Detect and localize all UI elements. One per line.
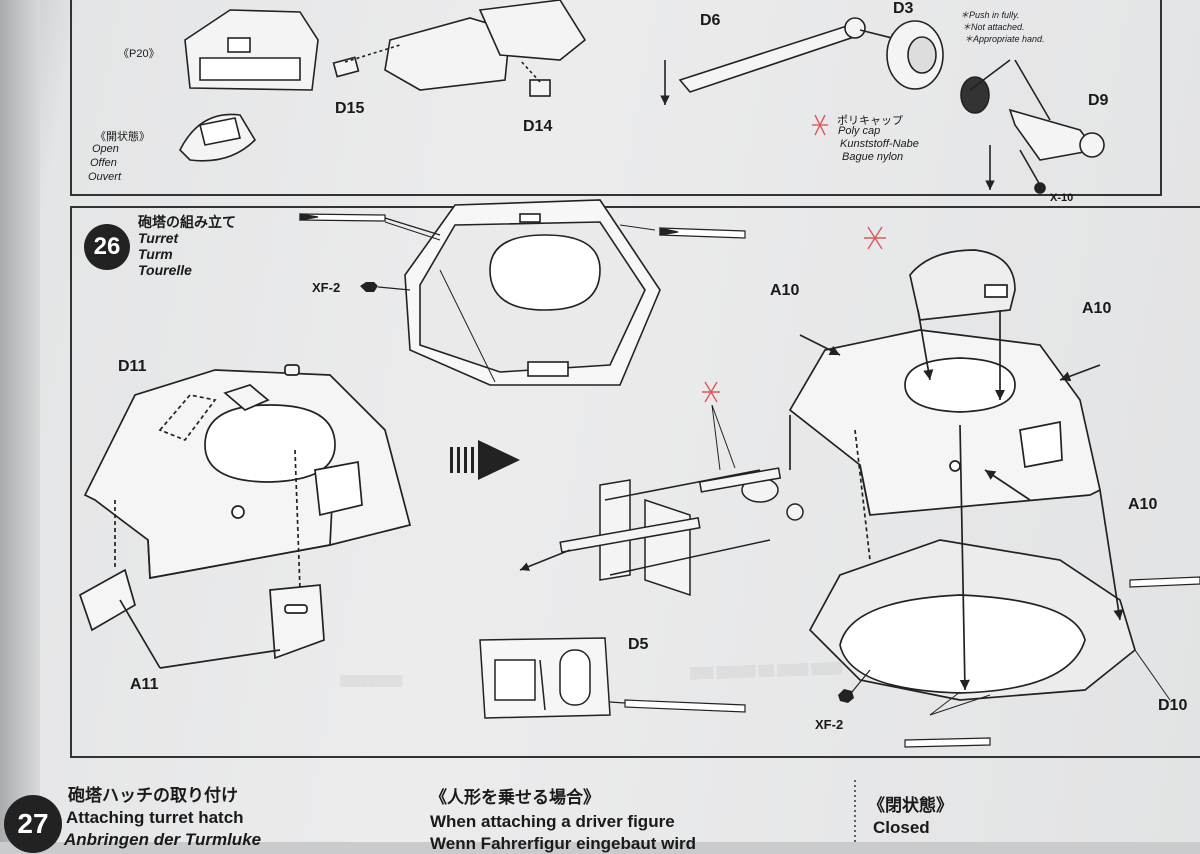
part-label-a11: A11 [130,676,159,693]
part-label-d15: D15 [335,100,365,117]
bleed-through-text: ▒▒▒▒▒▒▒▒ [340,675,403,687]
step-27-title-jp: 砲塔ハッチの取り付け [68,786,238,805]
part-label-a10-right: A10 [1082,300,1112,317]
polycap-fr: Bague nylon [842,151,904,163]
paint-brush-4 [1129,576,1200,588]
paint-brush-3 [609,699,746,713]
open-label-de: Offen [90,157,117,169]
open-label-fr: Ouvert [88,171,122,183]
driver-figure-title-jp: 《人形を乗せる場合》 [430,788,600,807]
xf2-label-1: XF-2 [312,280,341,295]
assembled-turret-drawing [788,249,1101,561]
polycap-en: Poly cap [838,125,881,137]
step-27-title-en: Attaching turret hatch [66,808,244,827]
part-label-d11: D11 [118,358,147,375]
part-label-x10: X-10 [1050,192,1074,204]
part-label-d6: D6 [700,12,721,29]
gun-mount-star-icon [702,381,736,471]
part-label-d3: D3 [893,0,914,17]
step-27-title-de: Anbringen der Turmluke [64,830,262,849]
part-label-d10: D10 [1158,697,1188,714]
assembly-arrow-icon [450,440,520,480]
step-26-badge: 26 [84,224,130,270]
hatch-assembly-drawing [332,0,587,97]
xf2-paint-marker-2 [838,669,871,703]
p20-label: 《P20》 [118,48,160,60]
open-label-jp: 《開状態》 [95,131,150,143]
gun-mount-drawing [519,467,804,597]
part-label-d9: D9 [1088,92,1109,109]
closed-title-en: Closed [873,818,930,837]
part-label-d5: D5 [628,636,649,653]
driver-figure-title-de: Wenn Fahrerfigur eingebaut wird [430,834,697,853]
page-spine [0,0,40,842]
closed-title-jp: 《閉状態》 [868,796,953,815]
driver-figure-title-en: When attaching a driver figure [430,812,675,831]
xf2-paint-marker-1 [360,282,411,292]
turret-ring-drawing [808,424,1171,716]
turret-shell-drawing [78,364,412,669]
paint-brush-1 [299,213,441,236]
polycap-jp: ポリキャップ [837,115,903,127]
note-1: ＊Push in fully. [960,10,1020,20]
turret-interior-drawing [384,199,661,386]
sprue-part-drawing [479,637,611,719]
paint-brush-5 [904,737,991,748]
top-step-panel [70,0,1162,196]
step-26-title-jp: 砲塔の組み立て [138,214,236,230]
step-26-title-de: Turm [138,246,173,262]
step-26-title-fr: Tourelle [138,262,192,278]
axle-d6-drawing [660,17,901,105]
paint-brush-2 [659,227,746,239]
open-hatch-drawing [179,113,257,162]
p20-hatch-drawing [184,9,319,91]
step-26-title-en: Turret [138,230,179,246]
note-2: ＊Not attached. [962,22,1025,32]
note-3: ＊Appropriate hand. [964,34,1045,44]
xf2-label-2: XF-2 [815,717,844,732]
open-label-en: Open [92,143,119,155]
step-27-badge: 27 [4,795,62,853]
step-26-panel [70,206,1200,758]
d3-d9-drawing [886,20,1105,194]
part-label-a10-bottom: A10 [1128,496,1158,513]
polycap-de: Kunststoff-Nabe [840,138,919,150]
polycap-star-icon [812,114,828,136]
part-label-a10-top: A10 [770,282,800,299]
part-label-d14: D14 [523,118,553,135]
turret-star-icon [864,226,886,250]
